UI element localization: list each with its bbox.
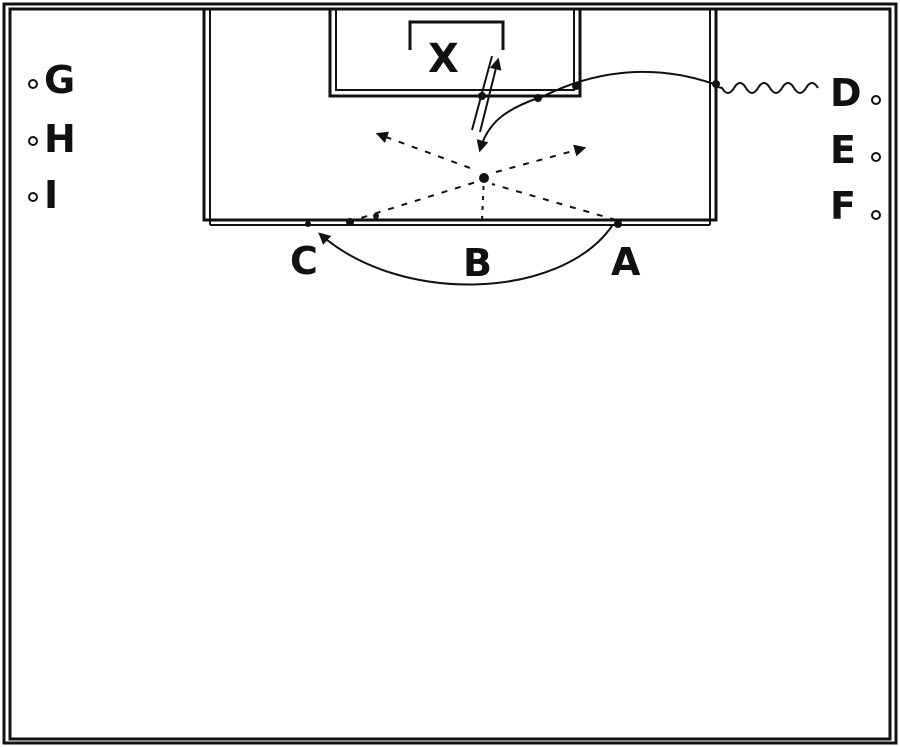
dash-to-left — [375, 131, 471, 169]
player-dot-f — [871, 210, 881, 220]
dash-to-right — [495, 144, 587, 173]
run-to-goal — [476, 97, 539, 153]
run-from-b — [481, 175, 485, 221]
dribble-path — [713, 82, 819, 94]
label-d: D — [830, 71, 862, 115]
goal-box — [408, 20, 505, 50]
label-a: A — [611, 240, 641, 284]
player-dot-i — [28, 192, 38, 202]
cross-arc — [539, 70, 715, 99]
dribble-dot — [712, 80, 720, 88]
field-inner-border — [8, 7, 892, 741]
c-dot — [305, 221, 311, 227]
goal-area-inner — [335, 9, 575, 91]
label-c: C — [290, 239, 318, 283]
label-f: F — [830, 184, 856, 228]
c-run-dot — [346, 218, 354, 226]
cross-dot-1 — [572, 82, 580, 90]
player-dot-g — [28, 79, 38, 89]
label-i: I — [44, 173, 58, 217]
goal-area — [328, 9, 582, 98]
penalty-area — [202, 9, 718, 222]
shot-line-2 — [479, 57, 502, 133]
label-x: X — [428, 36, 459, 82]
label-b: B — [463, 241, 492, 285]
pass-arc-a-to-c — [318, 225, 613, 286]
dash-from-c — [347, 181, 477, 223]
player-dot-h — [28, 136, 38, 146]
center-dot — [479, 173, 489, 183]
c-run-dot-2 — [373, 213, 379, 219]
player-dot-d — [871, 95, 881, 105]
label-h: H — [44, 117, 76, 161]
a-dot — [614, 220, 622, 228]
label-g: G — [44, 58, 75, 102]
shot-line-1 — [471, 55, 493, 131]
label-e: E — [830, 128, 856, 172]
dash-from-a — [491, 183, 617, 221]
player-dot-e — [871, 152, 881, 162]
